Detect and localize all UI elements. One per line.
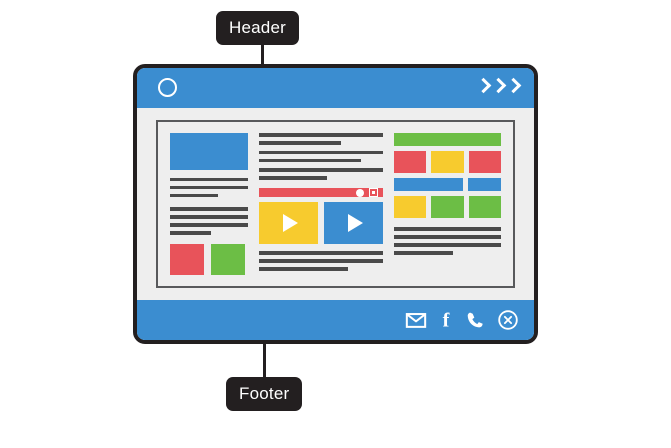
triple-chevron-right-icon[interactable] <box>478 79 517 95</box>
stop-square-icon <box>369 188 378 197</box>
grid-cell-yellow <box>431 151 464 173</box>
grid-cell-red <box>394 151 427 173</box>
mail-icon[interactable] <box>405 309 427 331</box>
text-block <box>259 251 383 275</box>
play-icon <box>282 214 298 232</box>
leader-line-footer <box>263 336 266 380</box>
grid-cell-green <box>431 196 464 218</box>
callout-header: Header <box>216 11 299 45</box>
page-content-area <box>137 108 534 300</box>
text-block <box>170 177 248 202</box>
color-grid-row <box>394 151 501 173</box>
video-thumbnail-row <box>259 202 383 244</box>
content-column-left <box>170 133 248 275</box>
color-grid-row <box>394 178 501 191</box>
grid-cell-blue <box>468 178 501 191</box>
text-block <box>259 168 383 184</box>
thumbnail-green <box>211 244 245 275</box>
callout-footer: Footer <box>226 377 303 411</box>
grid-cell-green <box>394 133 501 146</box>
thumbnail-row <box>170 244 248 275</box>
color-grid-row <box>394 196 501 218</box>
facebook-icon[interactable]: f <box>439 309 453 331</box>
media-control-bar[interactable] <box>259 188 383 197</box>
chevron-right-icon <box>493 79 502 95</box>
close-circle-icon[interactable] <box>497 309 519 331</box>
text-block <box>170 207 248 239</box>
content-column-right <box>394 133 501 275</box>
grid-cell-blue <box>394 178 464 191</box>
svg-text:f: f <box>443 309 450 331</box>
circle-logo-icon <box>158 78 177 97</box>
color-grid-row <box>394 133 501 146</box>
social-icon-row: f <box>405 309 519 331</box>
text-block <box>259 133 383 149</box>
browser-footer-bar: f <box>137 300 534 340</box>
video-thumbnail-blue[interactable] <box>324 202 383 244</box>
browser-window-mockup: f <box>133 64 538 344</box>
text-block <box>394 227 501 259</box>
text-block <box>259 150 383 167</box>
play-icon <box>347 214 363 232</box>
grid-cell-red <box>468 151 501 173</box>
phone-icon[interactable] <box>465 309 485 331</box>
grid-cell-yellow <box>394 196 427 218</box>
grid-cell-green <box>468 196 501 218</box>
hero-image-placeholder <box>170 133 248 170</box>
video-thumbnail-yellow[interactable] <box>259 202 318 244</box>
record-dot-icon <box>356 188 364 197</box>
content-panel <box>156 120 515 288</box>
content-column-middle <box>259 133 383 275</box>
chevron-right-icon <box>478 79 487 95</box>
chevron-right-icon <box>508 79 517 95</box>
browser-header-bar <box>137 68 534 108</box>
thumbnail-red <box>170 244 204 275</box>
